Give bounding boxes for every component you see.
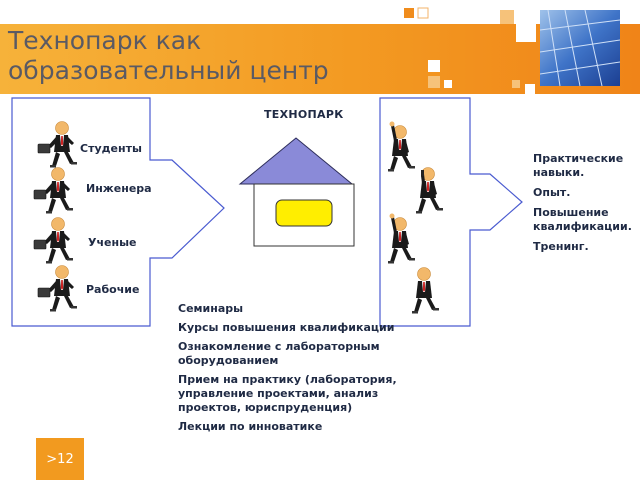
deco-square <box>500 10 514 24</box>
house-door <box>275 199 333 227</box>
activities-list: Семинары Курсы повышения квалификации Оз… <box>178 302 408 439</box>
input-label-engineers: Инженера <box>86 182 152 195</box>
input-label-workers: Рабочие <box>86 283 140 296</box>
slide-number: >12 <box>36 438 84 480</box>
activity-item: Ознакомление с лабораторным оборудование… <box>178 340 380 367</box>
slide-title: Технопарк как образовательный центр <box>8 26 329 86</box>
deco-square <box>512 80 520 88</box>
deco-square <box>417 7 429 19</box>
activity-item: Лекции по инноватике <box>178 420 323 433</box>
deco-square <box>516 22 536 42</box>
activity-item: Курсы повышения квалификации <box>178 321 395 334</box>
outcome-item: Практические навыки. <box>533 152 624 179</box>
deco-square <box>428 76 440 88</box>
header-band: Технопарк как образовательный центр <box>0 0 640 100</box>
deco-square <box>525 84 535 94</box>
deco-square <box>444 80 452 88</box>
input-label-students: Студенты <box>80 142 142 155</box>
outcomes-arrow-shape <box>379 97 523 327</box>
building-photo <box>539 9 621 87</box>
technopark-house <box>238 137 355 247</box>
activity-item: Прием на практику (лаборатория, управлен… <box>178 373 397 414</box>
activity-item: Семинары <box>178 302 244 315</box>
house-roof <box>238 137 354 185</box>
deco-square <box>428 60 440 72</box>
deco-square <box>404 8 414 18</box>
outcome-item: Опыт. <box>533 186 571 199</box>
header-background <box>0 0 640 96</box>
slide-title-line2: образовательный центр <box>8 56 329 85</box>
outcome-item: Повышение квалификации. <box>533 206 632 233</box>
outcome-item: Тренинг. <box>533 240 589 253</box>
outcomes-list: Практические навыки. Опыт. Повышение ква… <box>533 152 637 260</box>
house-body <box>253 183 355 247</box>
technopark-label: ТЕХНОПАРК <box>264 108 344 121</box>
slide-title-line1: Технопарк как <box>8 26 202 55</box>
input-label-scientists: Ученые <box>88 236 137 249</box>
